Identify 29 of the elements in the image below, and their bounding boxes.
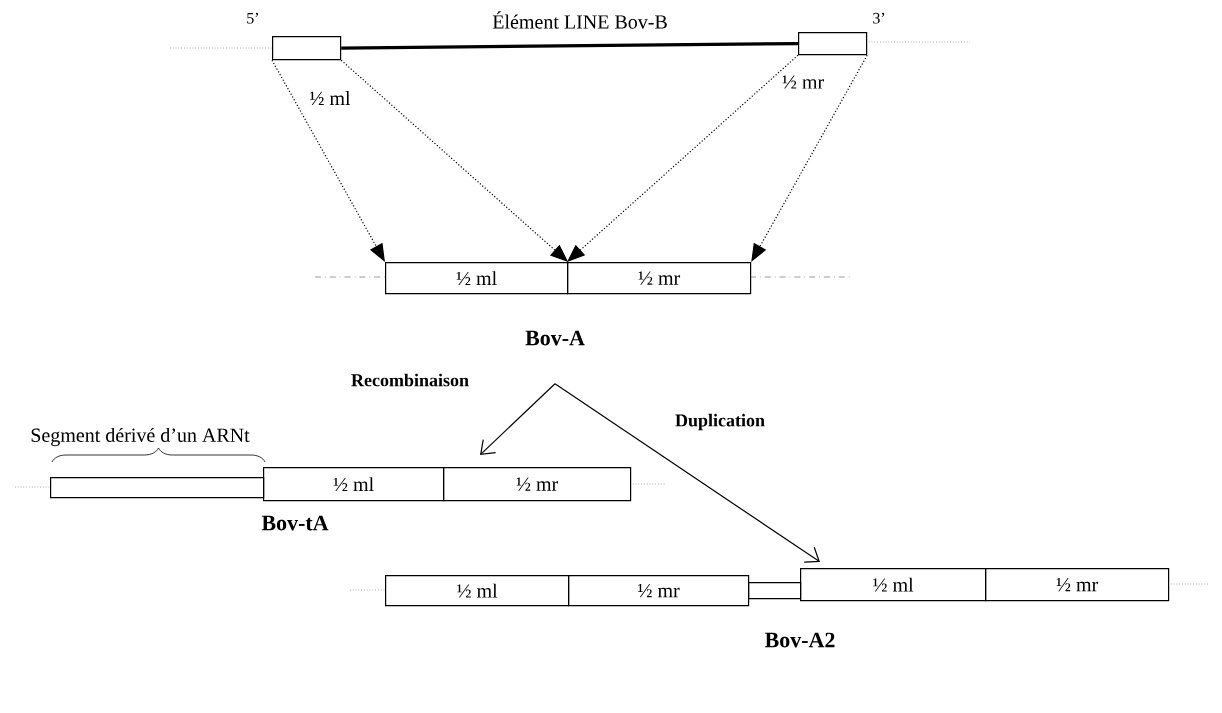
arrow [567,54,799,262]
segment-box: ½ ml [800,568,987,602]
segment-box: ½ ml [263,467,445,502]
arrow [554,383,820,563]
element-name: Bov-A2 [764,632,835,648]
linker-box [748,582,802,600]
arrow [751,54,868,262]
arrow [271,59,385,262]
segment-box: ½ mr [443,467,632,502]
brace-label: Segment dérivé d’un ARNt [31,427,250,447]
element-name: Bov-A [525,330,585,346]
edge-label: Recombinaison [349,371,471,389]
segment-box: ½ mr [568,575,750,607]
end-label: 3’ [873,12,885,24]
end-label: 5’ [247,12,259,24]
end-box [798,32,868,56]
arrow [480,383,556,455]
segment-box: ½ ml [385,575,570,607]
end-box [272,36,342,61]
segment-box: ½ ml [385,262,569,295]
edge-label: Élément LINE Bov-B [490,9,670,31]
trna-segment-box [50,477,265,499]
edge-label: ½ ml [307,89,353,107]
edge-label: ½ mr [779,73,827,91]
segment-box: ½ mr [567,262,752,295]
connector-line [341,42,799,50]
edge-label: Duplication [673,411,767,433]
element-name: Bov-tA [261,515,329,531]
segment-box: ½ mr [985,568,1170,602]
